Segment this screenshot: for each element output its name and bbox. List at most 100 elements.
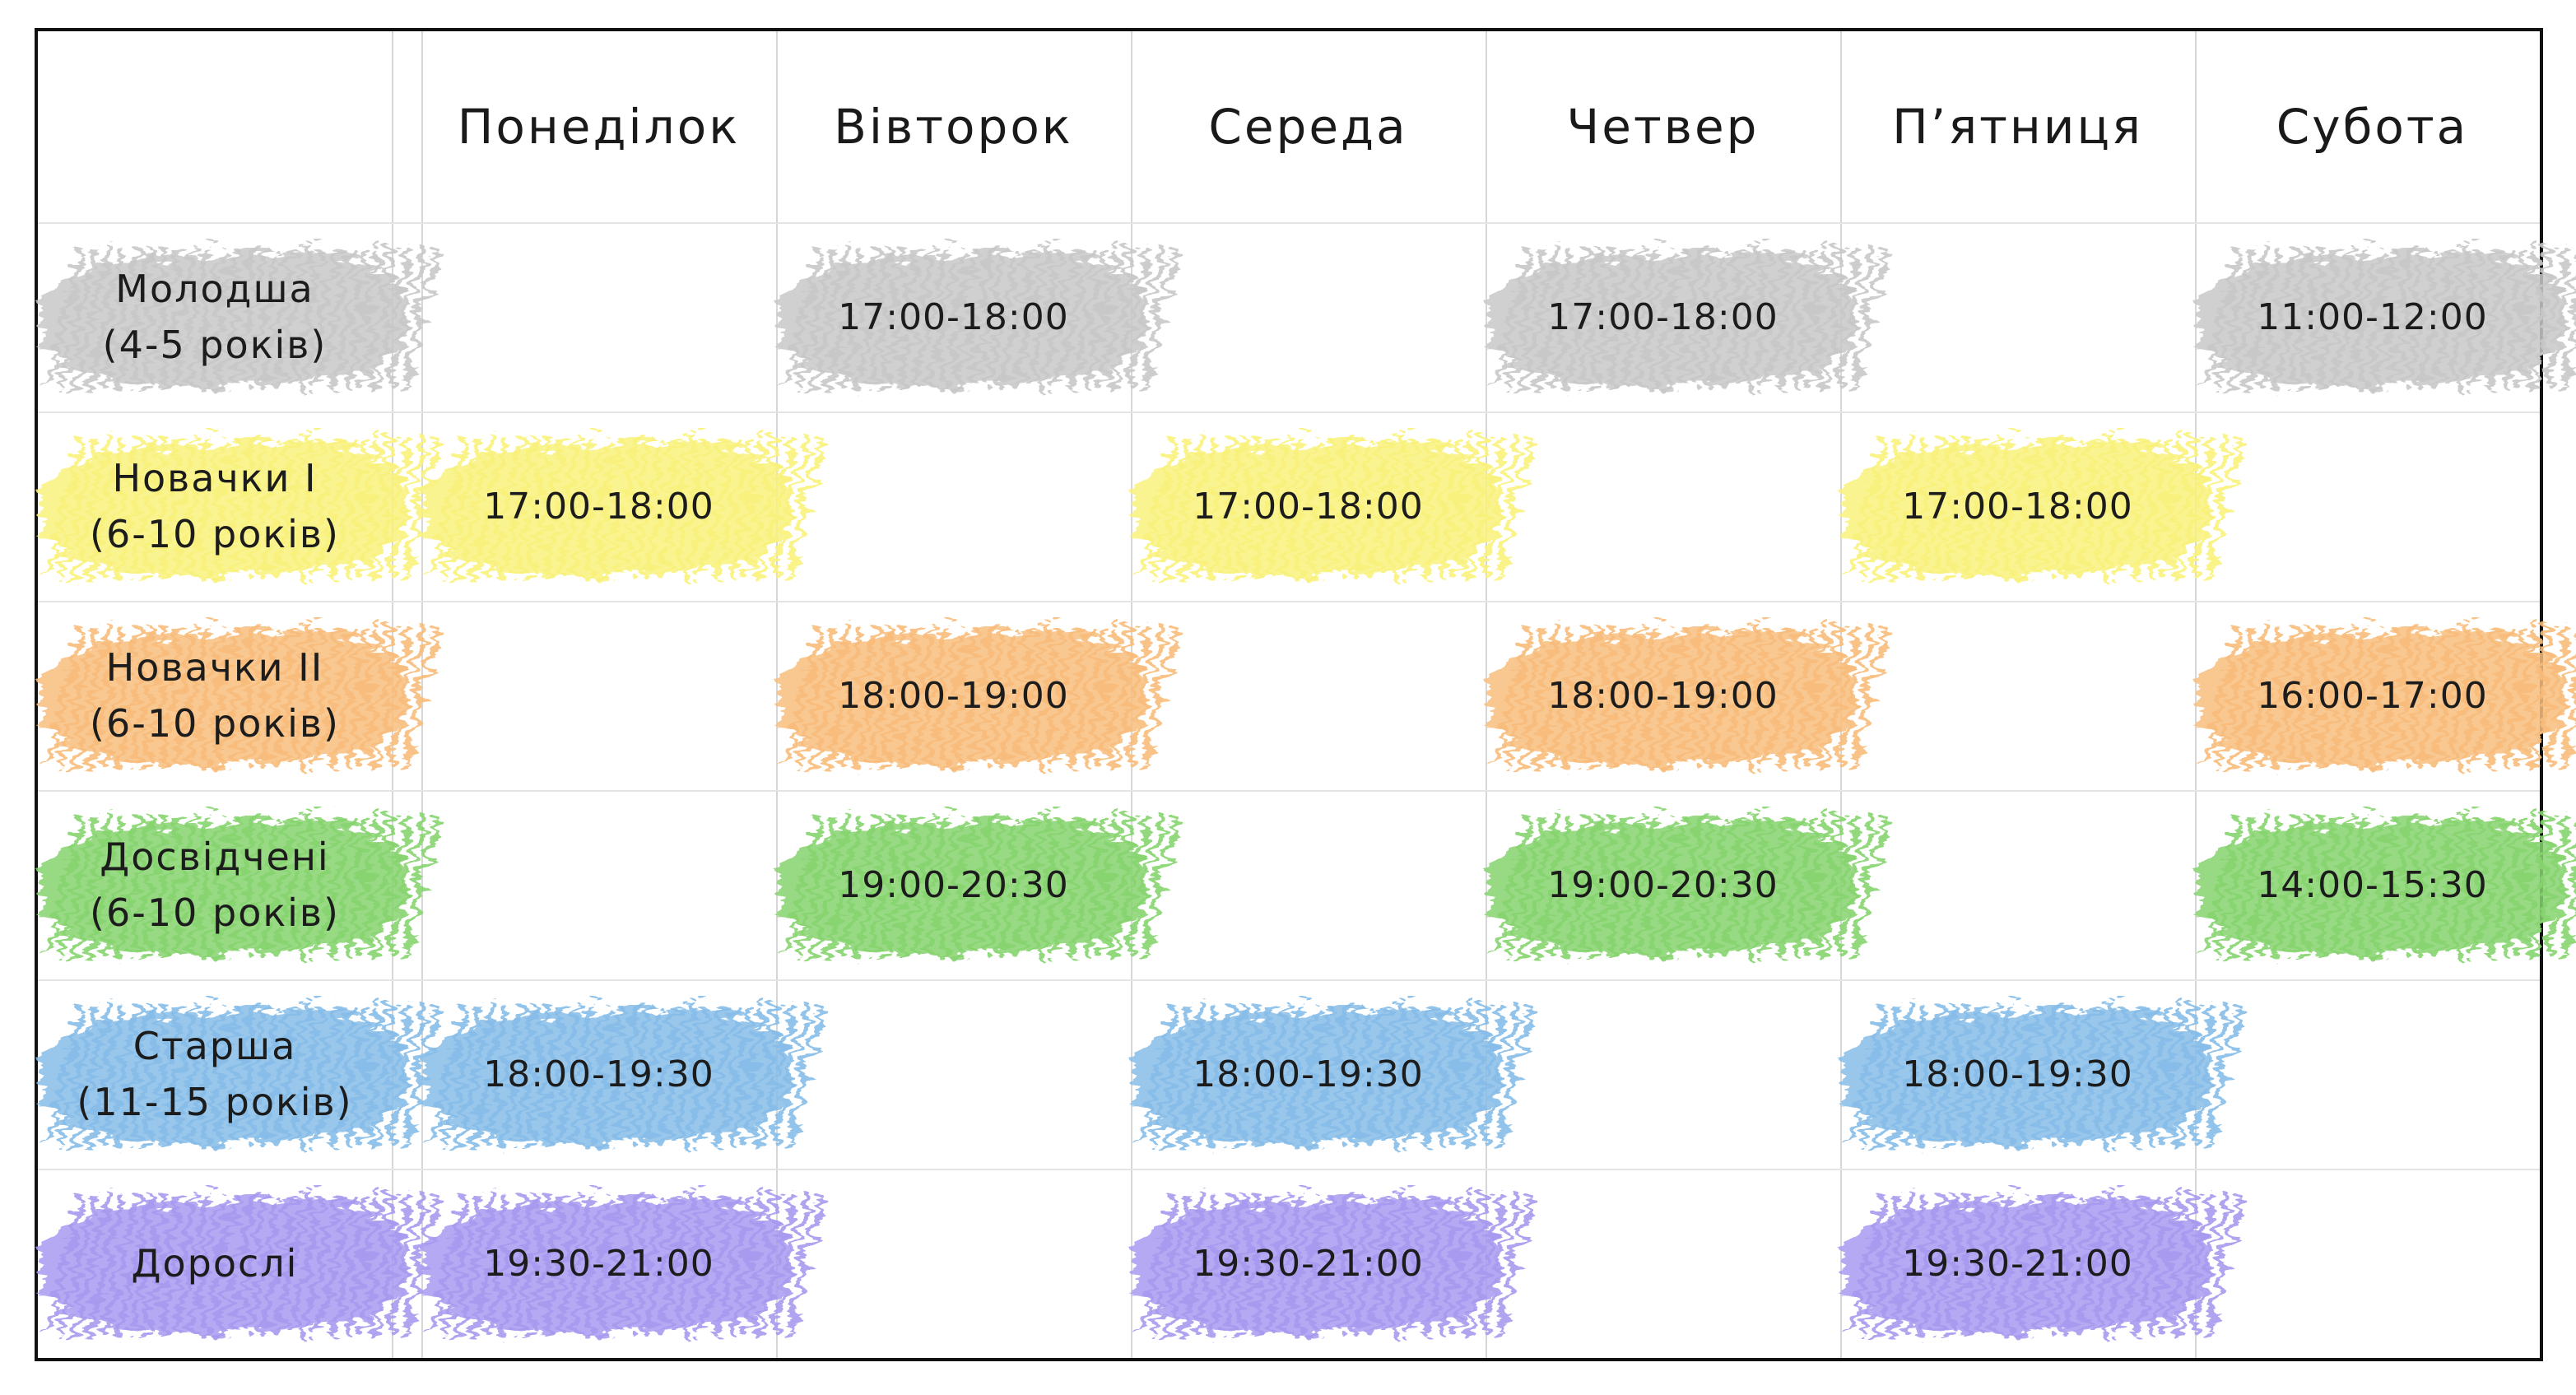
crayon-highlight-shape bbox=[1486, 247, 1890, 391]
crayon-highlight-shape bbox=[39, 815, 441, 959]
group-name: Дорослі bbox=[131, 1241, 299, 1286]
crayon-strokes bbox=[43, 625, 441, 770]
crayon-strokes bbox=[43, 436, 441, 580]
session-time: 18:00-19:00 bbox=[838, 674, 1069, 717]
crayon-highlight-shape bbox=[777, 815, 1180, 959]
crayon-strokes bbox=[781, 625, 1180, 770]
crayon-strokes bbox=[1136, 1193, 1535, 1337]
session-cell: 18:00-19:00 bbox=[1486, 601, 1890, 790]
session-cell: 18:00-19:30 bbox=[1131, 979, 1535, 1169]
crayon-highlight bbox=[1123, 423, 1535, 589]
crayon-strokes bbox=[1490, 625, 1890, 770]
crayon-highlight-shape bbox=[1486, 625, 1890, 770]
crayon-strokes bbox=[1136, 1004, 1535, 1148]
session-cell: 18:00-19:30 bbox=[1840, 979, 2244, 1169]
group-label-text: Новачки II(6-10 років) bbox=[38, 601, 392, 790]
grid-line bbox=[776, 31, 778, 1358]
session-cell: 19:00-20:30 bbox=[1486, 790, 1890, 979]
session-time: 16:00-17:00 bbox=[2257, 674, 2488, 717]
session-cell: 19:30-21:00 bbox=[1131, 1169, 1535, 1358]
session-cell: 17:00-18:00 bbox=[421, 412, 825, 601]
session-time: 18:00-19:30 bbox=[483, 1053, 714, 1095]
crayon-highlight bbox=[1832, 423, 2244, 589]
crayon-highlight bbox=[1123, 991, 1535, 1157]
crayon-strokes bbox=[1490, 815, 1890, 959]
crayon-highlight-shape bbox=[1132, 1193, 1535, 1337]
group-label: Дорослі bbox=[38, 1169, 441, 1358]
crayon-strokes bbox=[426, 1004, 825, 1148]
crayon-strokes bbox=[1845, 436, 2244, 580]
group-label: Досвідчені (6-10 років) bbox=[38, 790, 441, 979]
crayon-highlight bbox=[1477, 234, 1890, 400]
session-cell: 19:00-20:30 bbox=[776, 790, 1180, 979]
group-label: Новачки II(6-10 років) bbox=[38, 601, 441, 790]
crayon-strokes bbox=[43, 247, 441, 391]
grid-line bbox=[38, 790, 2540, 792]
session-cell: 17:00-18:00 bbox=[1486, 222, 1890, 412]
crayon-strokes bbox=[781, 247, 1180, 391]
crayon-highlight bbox=[30, 1180, 441, 1346]
group-ages: (11-15 років) bbox=[77, 1080, 353, 1124]
crayon-highlight-shape bbox=[2196, 625, 2576, 770]
grid-line bbox=[38, 222, 2540, 224]
crayon-highlight bbox=[1123, 1180, 1535, 1346]
crayon-strokes bbox=[1845, 1193, 2244, 1337]
group-label: Старша(11-15 років) bbox=[38, 979, 441, 1169]
session-cell: 18:00-19:30 bbox=[421, 979, 825, 1169]
group-ages: (6-10 років) bbox=[90, 890, 340, 935]
session-time: 14:00-15:30 bbox=[2257, 863, 2488, 906]
group-name: Молодша bbox=[115, 267, 314, 311]
session-time: 18:00-19:00 bbox=[1547, 674, 1779, 717]
crayon-strokes bbox=[426, 436, 825, 580]
crayon-strokes bbox=[1136, 436, 1535, 580]
day-header: Понеділок bbox=[457, 99, 741, 155]
crayon-strokes bbox=[43, 1004, 441, 1148]
crayon-highlight bbox=[1832, 991, 2244, 1157]
crayon-highlight bbox=[1832, 1180, 2244, 1346]
crayon-highlight bbox=[2187, 802, 2576, 968]
session-time: 17:00-18:00 bbox=[1193, 485, 1424, 528]
crayon-highlight-shape bbox=[39, 1193, 441, 1337]
crayon-highlight bbox=[413, 1180, 825, 1346]
group-name: Досвідчені bbox=[100, 835, 330, 879]
crayon-highlight-shape bbox=[1841, 1193, 2244, 1337]
crayon-highlight-shape bbox=[777, 625, 1180, 770]
crayon-highlight bbox=[413, 991, 825, 1157]
session-time: 17:00-18:00 bbox=[838, 295, 1069, 338]
crayon-highlight bbox=[30, 423, 441, 589]
crayon-strokes bbox=[1490, 247, 1890, 391]
crayon-highlight bbox=[413, 423, 825, 589]
session-time: 17:00-18:00 bbox=[483, 485, 714, 528]
crayon-strokes bbox=[2200, 247, 2576, 391]
group-label-text: Новачки I(6-10 років) bbox=[38, 412, 392, 601]
session-time: 19:00-20:30 bbox=[838, 863, 1069, 906]
session-time: 19:30-21:00 bbox=[1193, 1242, 1424, 1285]
session-cell: 17:00-18:00 bbox=[1840, 412, 2244, 601]
group-name: Новачки II bbox=[105, 645, 324, 690]
session-cell: 18:00-19:00 bbox=[776, 601, 1180, 790]
crayon-highlight-shape bbox=[422, 1193, 825, 1337]
session-time: 17:00-18:00 bbox=[1547, 295, 1779, 338]
group-label: Новачки I(6-10 років) bbox=[38, 412, 441, 601]
grid-line bbox=[38, 979, 2540, 981]
group-label-text: Досвідчені (6-10 років) bbox=[38, 790, 392, 979]
grid-line bbox=[38, 1169, 2540, 1170]
crayon-highlight bbox=[768, 234, 1180, 400]
session-cell: 17:00-18:00 bbox=[1131, 412, 1535, 601]
crayon-strokes bbox=[781, 815, 1180, 959]
session-time: 19:00-20:30 bbox=[1547, 863, 1779, 906]
crayon-strokes bbox=[43, 815, 441, 959]
group-label-text: Дорослі bbox=[38, 1169, 392, 1358]
crayon-highlight-shape bbox=[422, 1004, 825, 1148]
session-time: 19:30-21:00 bbox=[1902, 1242, 2133, 1285]
session-cell: 11:00-12:00 bbox=[2195, 222, 2576, 412]
crayon-highlight-shape bbox=[422, 436, 825, 580]
session-time: 17:00-18:00 bbox=[1902, 485, 2133, 528]
crayon-highlight-shape bbox=[39, 247, 441, 391]
crayon-strokes bbox=[1845, 1004, 2244, 1148]
grid-line bbox=[38, 601, 2540, 602]
crayon-highlight-shape bbox=[39, 436, 441, 580]
crayon-highlight bbox=[2187, 234, 2576, 400]
crayon-strokes bbox=[426, 1193, 825, 1337]
session-cell: 19:30-21:00 bbox=[1840, 1169, 2244, 1358]
